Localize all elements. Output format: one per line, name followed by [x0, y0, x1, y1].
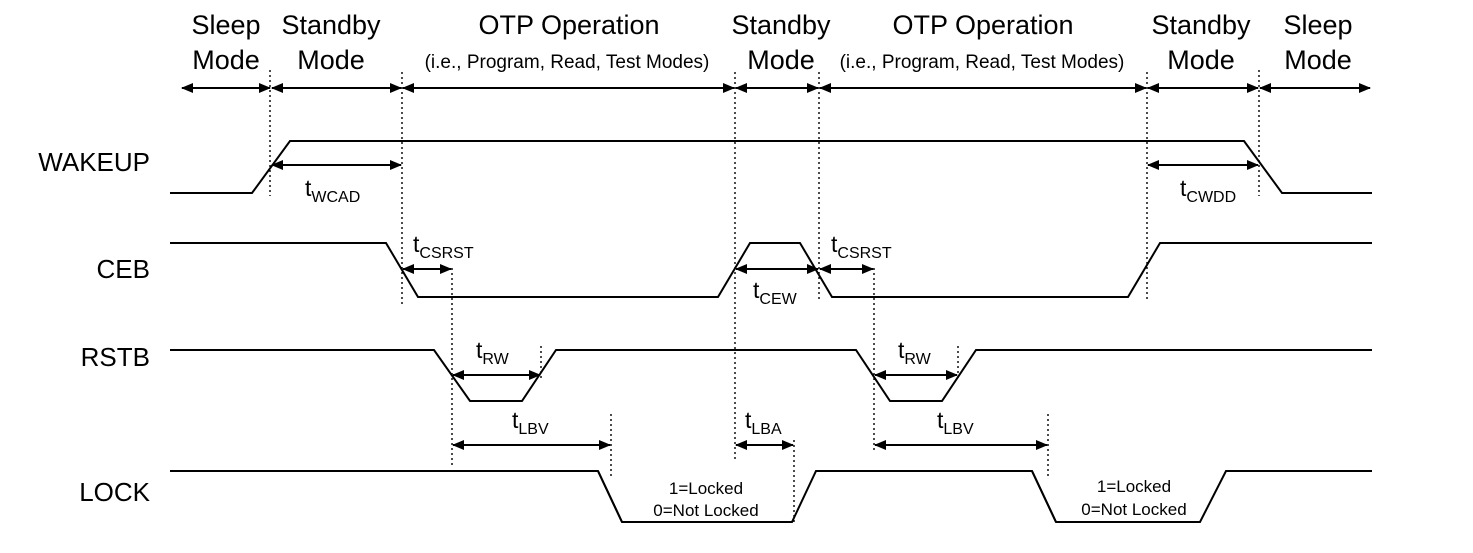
phase-standby-1-line1: Standby: [281, 10, 381, 40]
signal-label-ceb: CEB: [97, 254, 150, 284]
timing-label-cwdd: tCWDD: [1180, 175, 1236, 206]
timing-label-t: t: [512, 407, 519, 433]
timing-arrows: [271, 160, 1259, 450]
timing-label-lbv-2: tLBV: [937, 407, 974, 438]
timing-label-rw-2: tRW: [898, 337, 932, 368]
phase-standby-3-line1: Standby: [1151, 10, 1251, 40]
phase-sleep-1-line1: Sleep: [191, 10, 260, 40]
timing-label-sub: RW: [482, 351, 509, 368]
timing-label-sub: LBA: [751, 421, 782, 438]
waveform-lock-lower: [597, 470, 623, 523]
timing-label-t: t: [1180, 175, 1187, 201]
timing-label-sub: LBV: [943, 421, 974, 438]
timing-label-t: t: [937, 407, 944, 433]
timing-label-cew: tCEW: [753, 277, 798, 308]
timing-label-sub: CEW: [759, 291, 797, 308]
lock-state-1-line1: 1=Locked: [669, 479, 743, 498]
signal-label-wakeup: WAKEUP: [38, 147, 150, 177]
timing-label-t: t: [753, 277, 760, 303]
phase-header: Sleep Mode Standby Mode OTP Operation (i…: [191, 10, 1352, 75]
timing-label-t: t: [413, 231, 420, 257]
timing-label-t: t: [305, 175, 312, 201]
phase-standby-2-line1: Standby: [731, 10, 831, 40]
timing-label-sub: CSRST: [419, 245, 473, 262]
lock-state-1-line2: 0=Not Locked: [653, 501, 758, 520]
lock-state-2-line1: 1=Locked: [1097, 477, 1171, 496]
phase-sleep-2-line1: Sleep: [1283, 10, 1352, 40]
waveform-rstb: [170, 349, 1372, 402]
timing-label-rw-1: tRW: [476, 337, 510, 368]
timing-label-lbv-1: tLBV: [512, 407, 549, 438]
phase-otp-1-title: OTP Operation: [478, 10, 659, 40]
timing-label-t: t: [831, 231, 838, 257]
timing-label-sub: WCAD: [311, 189, 360, 206]
timing-label-sub: RW: [904, 351, 931, 368]
lock-state-2-line2: 0=Not Locked: [1081, 500, 1186, 519]
waveform-lock-lower: [1031, 470, 1057, 523]
phase-standby-2-line2: Mode: [747, 45, 815, 75]
signal-labels: WAKEUP CEB RSTB LOCK: [38, 147, 150, 507]
phase-sleep-2-line2: Mode: [1284, 45, 1352, 75]
phase-standby-1-line2: Mode: [297, 45, 365, 75]
phase-otp-2-sub: (i.e., Program, Read, Test Modes): [840, 52, 1125, 73]
timing-label-t: t: [476, 337, 483, 363]
signal-label-lock: LOCK: [79, 477, 150, 507]
lock-state-text: 1=Locked 0=Not Locked 1=Locked 0=Not Loc…: [653, 477, 1186, 520]
timing-label-wcad: tWCAD: [305, 175, 360, 206]
timing-labels: tWCAD tCWDD tCSRST tCSRST tCEW tRW tRW t…: [305, 175, 1236, 438]
waveform-lock-upper: [170, 470, 1372, 523]
phase-standby-3-line2: Mode: [1167, 45, 1235, 75]
timing-label-csrst-1: tCSRST: [413, 231, 474, 262]
timing-label-t: t: [898, 337, 905, 363]
timing-label-sub: CSRST: [837, 245, 891, 262]
phase-otp-1-sub: (i.e., Program, Read, Test Modes): [425, 52, 710, 73]
timing-label-csrst-2: tCSRST: [831, 231, 892, 262]
timing-label-lba: tLBA: [745, 407, 782, 438]
timing-label-sub: LBV: [518, 421, 549, 438]
timing-label-sub: CWDD: [1186, 189, 1236, 206]
phase-sleep-1-line2: Mode: [192, 45, 260, 75]
timing-label-t: t: [745, 407, 752, 433]
phase-otp-2-title: OTP Operation: [892, 10, 1073, 40]
waveform-wakeup: [170, 140, 1372, 194]
signal-label-rstb: RSTB: [81, 342, 150, 372]
